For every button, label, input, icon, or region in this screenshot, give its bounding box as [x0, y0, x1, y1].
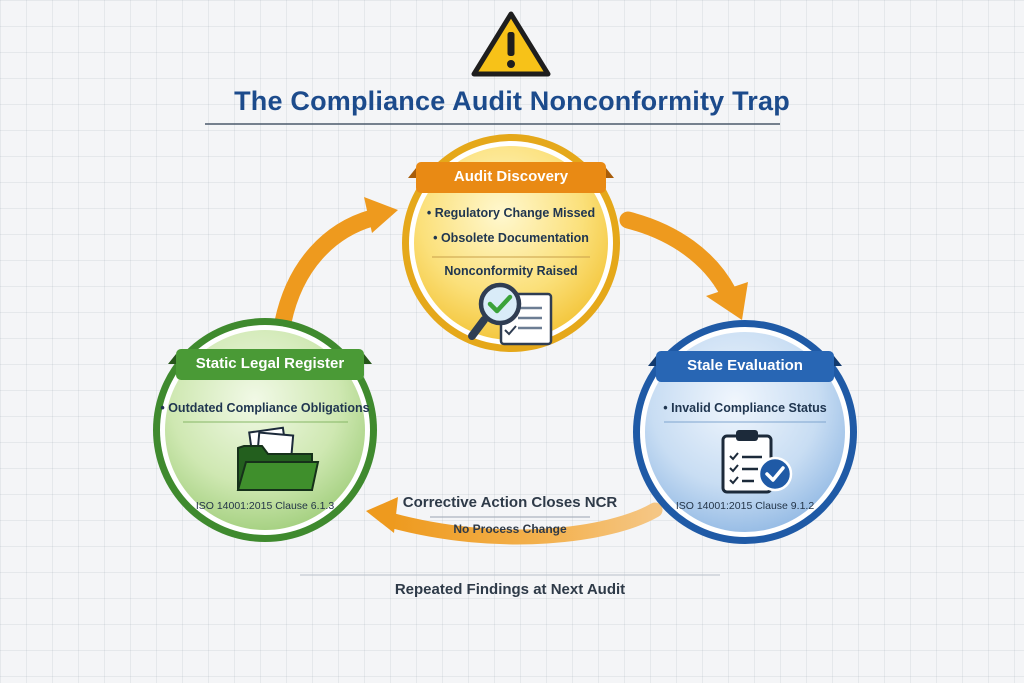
stage-stale-evaluation-label: Stale Evaluation	[687, 357, 803, 374]
arrow-register-to-discovery	[274, 197, 398, 331]
banner-stale-evaluation	[648, 351, 842, 382]
flow-label-main: Corrective Action Closes NCR	[402, 494, 618, 511]
footer-text: Repeated Findings at Next Audit	[394, 581, 626, 598]
stage-audit-discovery-label: Audit Discovery	[453, 168, 569, 185]
clipboard-check-icon	[721, 430, 793, 494]
banner-static-register	[168, 349, 372, 380]
arrow-evaluation-to-register	[366, 497, 663, 545]
stage-stale-evaluation-bullet-1: • Invalid Compliance Status	[663, 401, 827, 415]
folder-icon	[236, 426, 320, 491]
stage-audit-discovery-result: Nonconformity Raised	[444, 264, 578, 278]
page-title: The Compliance Audit Nonconformity Trap	[234, 86, 790, 116]
banner-audit-discovery	[408, 162, 614, 193]
stage-audit-discovery-bullet-2: • Obsolete Documentation	[433, 231, 589, 245]
arrow-discovery-to-evaluation	[619, 211, 748, 320]
stage-audit-discovery-bullet-1: • Regulatory Change Missed	[426, 206, 596, 220]
flow-label-sub: No Process Change	[453, 522, 567, 536]
magnifier-document-icon	[468, 282, 553, 346]
stage-stale-evaluation-clause: ISO 14001:2015 Clause 9.1.2	[675, 500, 815, 512]
stage-static-register-clause: ISO 14001:2015 Clause 6.1.3	[195, 500, 335, 512]
stage-static-register-label: Static Legal Register	[195, 355, 345, 372]
warning-icon	[471, 11, 551, 77]
stage-static-register-bullet-1: • Outdated Compliance Obligations	[160, 401, 370, 415]
